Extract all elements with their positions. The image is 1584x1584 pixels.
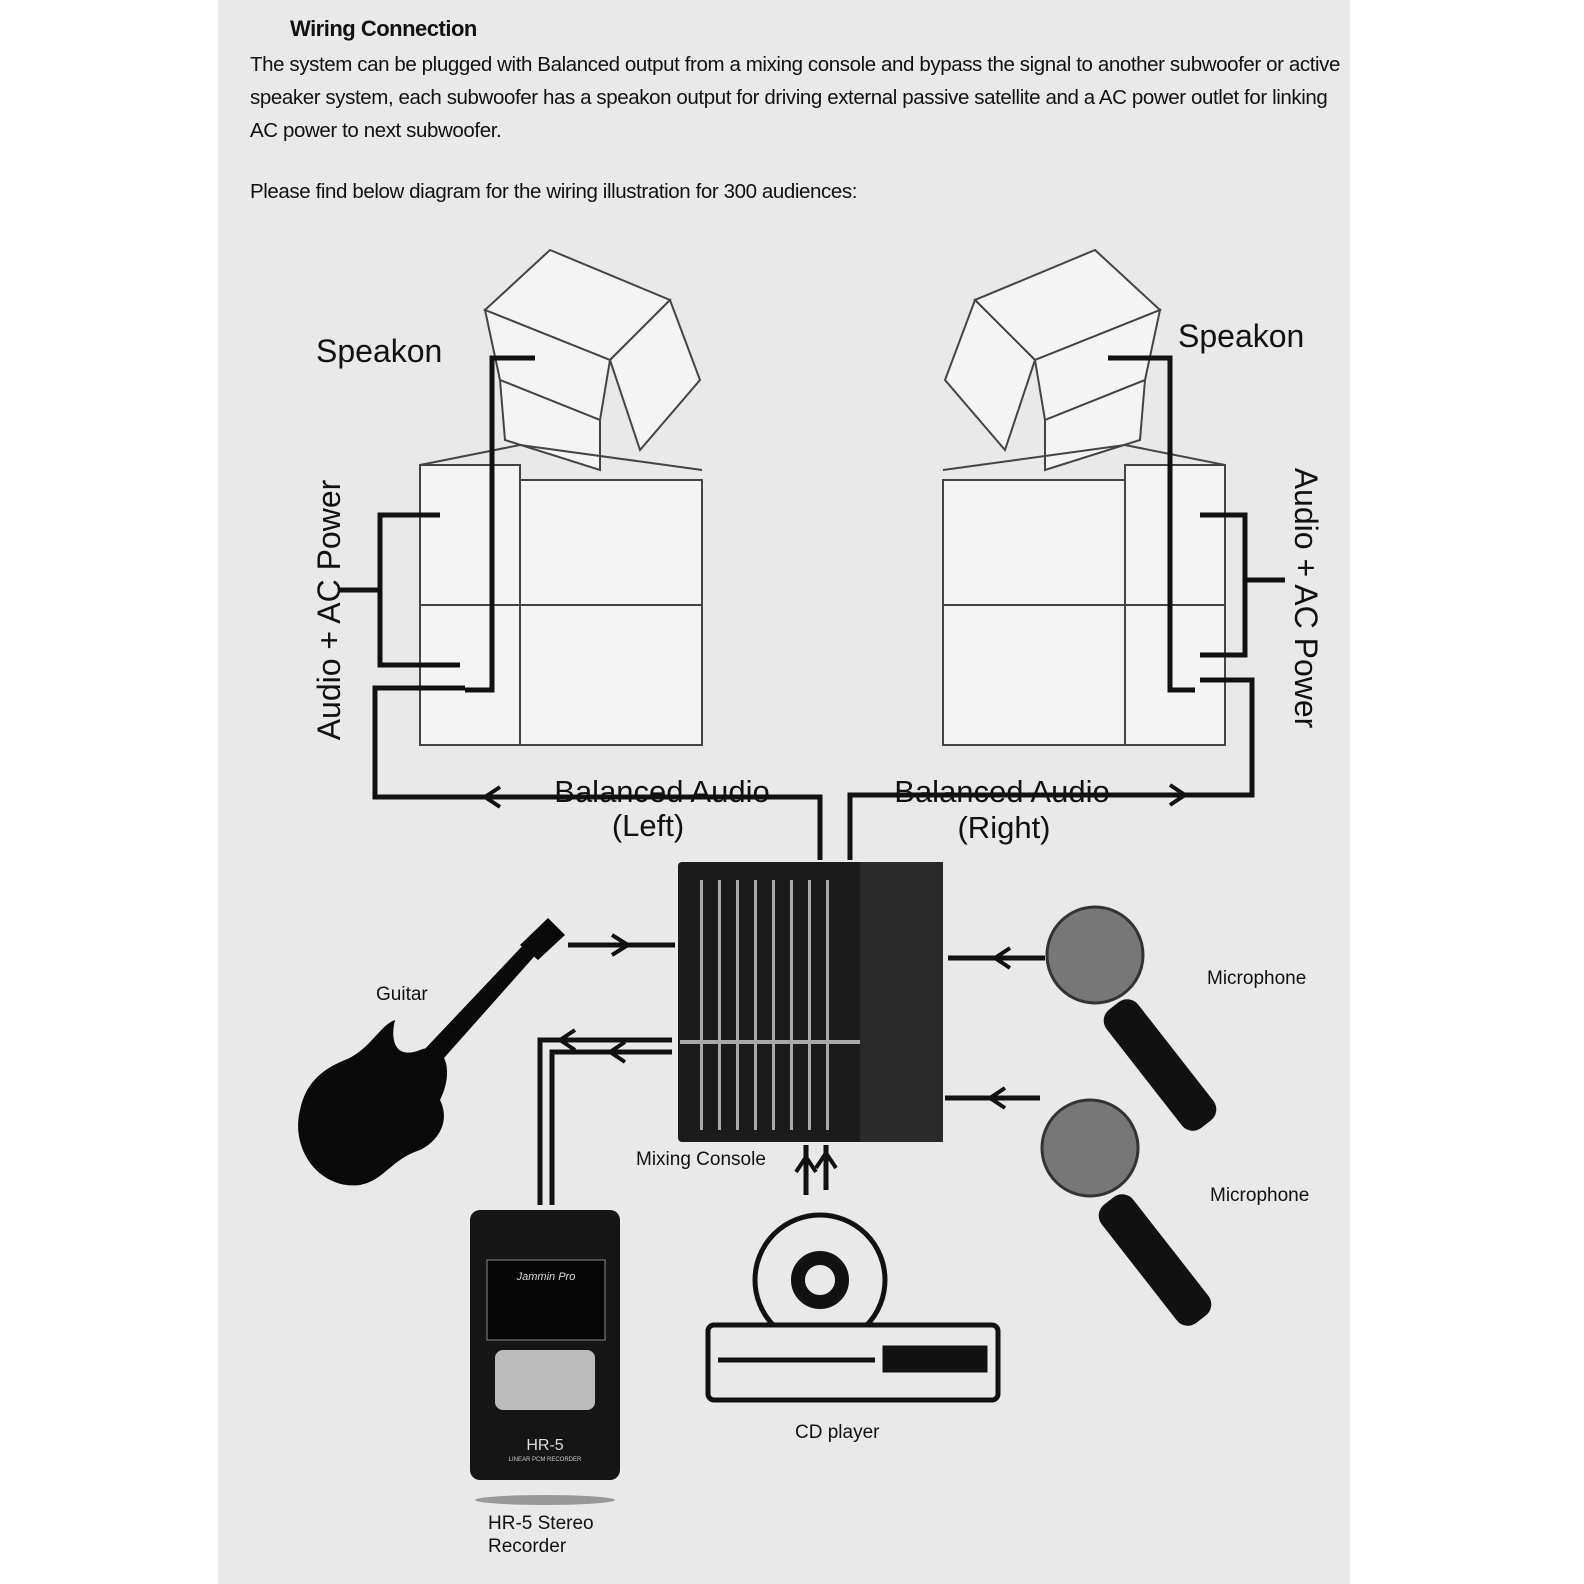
page-panel — [218, 0, 1350, 1584]
recorder-brand: Jammin Pro — [516, 1271, 576, 1283]
recorder-label-line1: HR-5 Stereo — [488, 1513, 594, 1534]
mixing-console-label: Mixing Console — [636, 1149, 766, 1170]
balanced-audio-left-label: Balanced Audio — [554, 774, 769, 809]
microphone-1-image — [1045, 905, 1217, 1131]
balanced-audio-right-sub: (Right) — [957, 810, 1050, 845]
microphone-label-1: Microphone — [1207, 968, 1306, 989]
recorder-label-line2: Recorder — [488, 1536, 567, 1557]
balanced-audio-left-sub: (Left) — [612, 808, 684, 843]
mixing-console-image — [678, 862, 943, 1142]
microphone-2-image — [1040, 1098, 1212, 1326]
recorder-model: HR-5 — [526, 1437, 563, 1454]
balanced-audio-right-label: Balanced Audio — [894, 774, 1109, 809]
left-speaker-stack — [419, 248, 703, 746]
speakon-label-right: Speakon — [1178, 318, 1304, 354]
microphone-label-2: Microphone — [1210, 1185, 1309, 1206]
audio-ac-power-label-right: Audio + AC Power — [1288, 468, 1324, 729]
cd-player-image — [705, 1212, 1001, 1403]
arrowheads — [481, 783, 1189, 1174]
recorder-image: Jammin Pro HR-5 LINEAR PCM RECORDER — [470, 1210, 620, 1505]
cd-player-label: CD player — [795, 1422, 880, 1443]
speakon-label-left: Speakon — [316, 333, 442, 369]
right-speaker-stack — [942, 248, 1226, 746]
guitar-label: Guitar — [376, 984, 428, 1005]
guitar-image — [298, 918, 565, 1186]
intro-paragraph: The system can be plugged with Balanced … — [250, 53, 1341, 142]
audio-ac-power-label-left: Audio + AC Power — [311, 479, 347, 740]
section-title: Wiring Connection — [290, 16, 477, 41]
diagram-note: Please find below diagram for the wiring… — [250, 180, 858, 203]
recorder-subtitle: LINEAR PCM RECORDER — [509, 1457, 582, 1463]
